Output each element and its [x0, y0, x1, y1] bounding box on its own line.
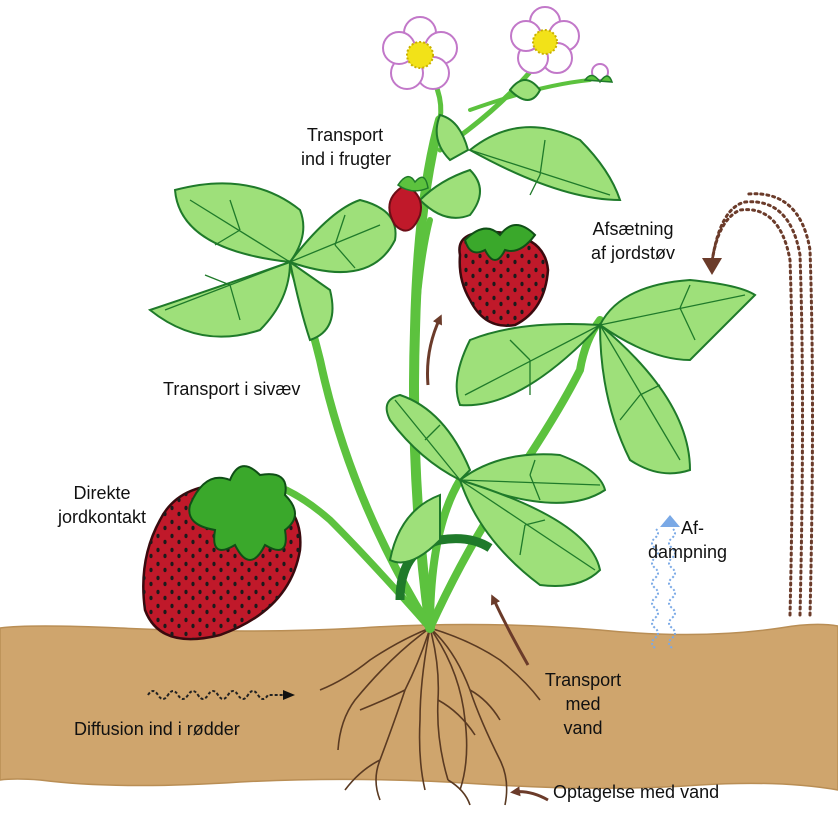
label-direct-contact-line1: Direkte: [46, 482, 158, 505]
leaf-cluster-top: [420, 80, 620, 218]
flower-2: [511, 7, 579, 73]
label-deposition-line2: af jordstøv: [578, 242, 688, 265]
label-deposition-line1: Afsætning: [578, 218, 688, 241]
flower-1: [383, 17, 457, 89]
flower-bud: [585, 64, 612, 82]
label-direct-contact-line2: jordkontakt: [46, 506, 158, 529]
soil-layer: [0, 624, 838, 790]
label-transport-fruits-line2: ind i frugter: [288, 148, 404, 171]
leaf-cluster-left: [150, 183, 396, 340]
arrow-deposition: [712, 194, 813, 615]
label-evaporation-line2: dampning: [648, 541, 727, 564]
label-transport-water-line2: med: [535, 693, 631, 716]
label-transport-water-line1: Transport: [535, 669, 631, 692]
arrowhead-evaporation: [660, 515, 680, 527]
label-transport-fruits-line1: Transport: [290, 124, 400, 147]
arrow-into-fruit: [428, 318, 441, 385]
label-evaporation-line1: Af-: [681, 517, 704, 540]
arrow-uptake: [514, 792, 548, 800]
label-uptake: Optagelse med vand: [553, 781, 719, 804]
label-transport-water-line3: vand: [535, 717, 631, 740]
strawberry-large: [143, 466, 300, 639]
label-phloem: Transport i sivæv: [163, 378, 300, 401]
arrowhead-deposition: [702, 258, 722, 275]
strawberry-hanging: [459, 225, 548, 326]
label-diffusion: Diffusion ind i rødder: [74, 718, 240, 741]
